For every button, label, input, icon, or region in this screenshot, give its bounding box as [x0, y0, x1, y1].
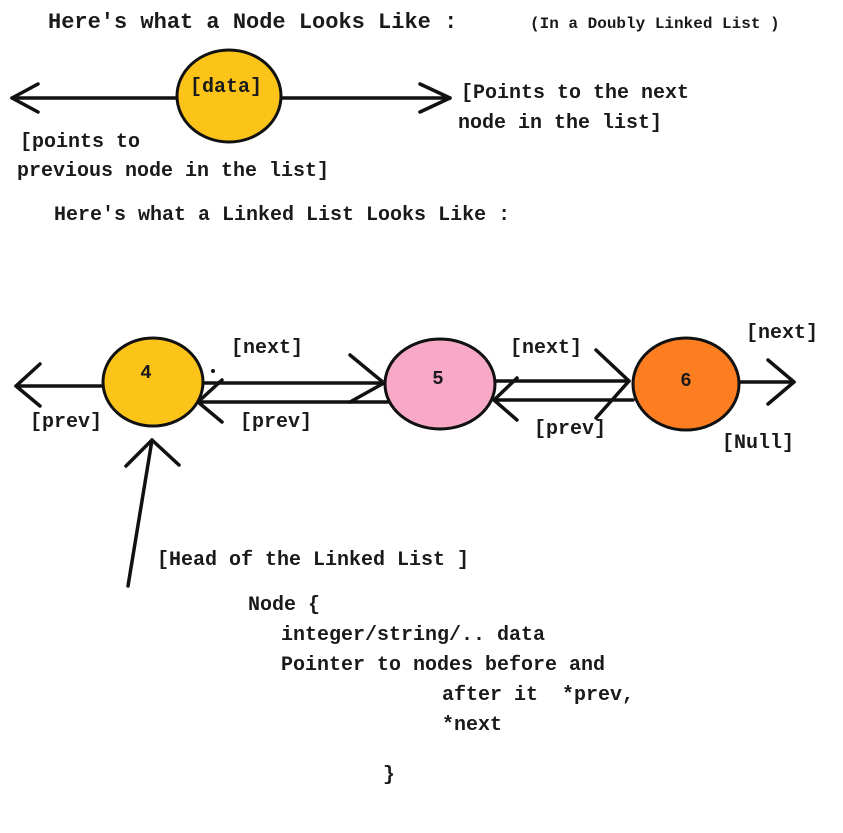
list-prev-null-head	[14, 362, 42, 408]
node-example-circle	[175, 48, 283, 144]
prev-label-3: [prev]	[534, 418, 607, 441]
head-pointer-head	[124, 438, 181, 468]
code-line-6: }	[383, 764, 396, 787]
stray-dot	[211, 369, 215, 373]
next-head-5-6	[594, 348, 631, 420]
next-arrow-head	[418, 82, 452, 114]
code-line-4: after it *prev,	[442, 684, 635, 707]
node-5-value: 5	[432, 368, 444, 390]
next-head-4-5	[348, 353, 386, 404]
head-label: [Head of the Linked List ]	[157, 549, 470, 572]
next-label-3: [next]	[746, 322, 819, 345]
code-line-5: *next	[442, 714, 503, 737]
node-6	[631, 336, 741, 432]
next-label-2: [next]	[510, 337, 583, 360]
node-heading: Here's what a Node Looks Like :	[48, 10, 458, 35]
data-label: [data]	[190, 76, 263, 99]
prev-label-2: [prev]	[240, 411, 313, 434]
next-description-line1: [Points to the next	[461, 82, 690, 105]
node-4-value: 4	[140, 362, 152, 384]
null-label: [Null]	[722, 432, 795, 455]
list-heading: Here's what a Linked List Looks Like :	[54, 204, 511, 227]
node-6-value: 6	[680, 370, 692, 392]
node-5	[383, 337, 497, 431]
code-line-1: Node {	[248, 594, 321, 617]
prev-label-1: [prev]	[30, 411, 103, 434]
prev-description-line2: previous node in the list]	[17, 160, 330, 183]
prev-description-line1: [points to	[20, 131, 141, 154]
node-heading-note: (In a Doubly Linked List )	[530, 15, 780, 33]
next-description-line2: node in the list]	[458, 112, 663, 135]
prev-arrow-head	[10, 82, 40, 114]
next-label-1: [next]	[231, 337, 304, 360]
node-4	[101, 336, 205, 428]
code-line-3: Pointer to nodes before and	[281, 654, 606, 677]
code-line-2: integer/string/.. data	[281, 624, 546, 647]
next-head-6-null	[766, 358, 796, 406]
prev-head-6-5	[492, 376, 519, 422]
head-pointer-line	[126, 438, 154, 588]
